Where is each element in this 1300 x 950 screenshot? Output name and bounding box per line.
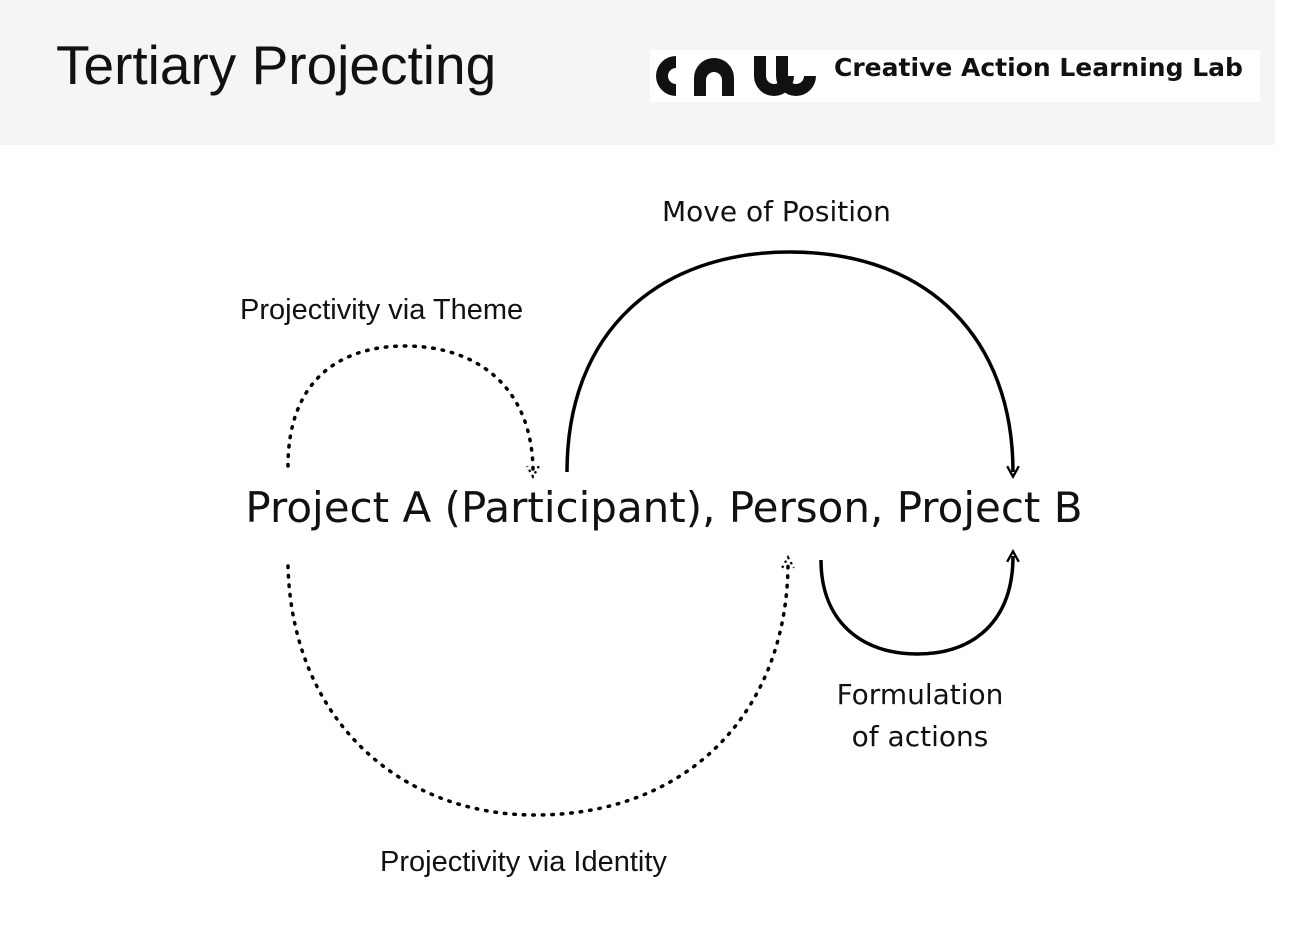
projectivity-via-identity-arrow <box>286 562 788 817</box>
formulation-label-line-2: of actions <box>851 720 989 753</box>
central-statement: Project A (Participant), Person, Project… <box>0 487 1300 529</box>
central-statement-text: Project A (Participant), Person, Project… <box>245 483 1083 532</box>
projectivity-via-identity-label: Projectivity via Identity <box>380 846 667 878</box>
move-of-position-arrow <box>565 250 1013 472</box>
brand-block: Creative Action Learning Lab <box>650 50 1260 102</box>
header-band: Tertiary Projecting Creative Action Lear… <box>0 0 1275 145</box>
call-logo-icon <box>656 56 816 96</box>
formulation-label-line-1: Formulation <box>836 678 1004 711</box>
projectivity-via-theme-arrow <box>286 344 533 472</box>
projectivity-via-theme-label: Projectivity via Theme <box>240 294 524 326</box>
formulation-of-actions-label: Formulation of actions <box>820 674 1020 758</box>
slide-title: Tertiary Projecting <box>56 34 497 96</box>
brand-name: Creative Action Learning Lab <box>834 53 1243 82</box>
formulation-of-actions-arrow <box>819 556 1013 656</box>
move-of-position-label: Move of Position <box>662 195 891 228</box>
